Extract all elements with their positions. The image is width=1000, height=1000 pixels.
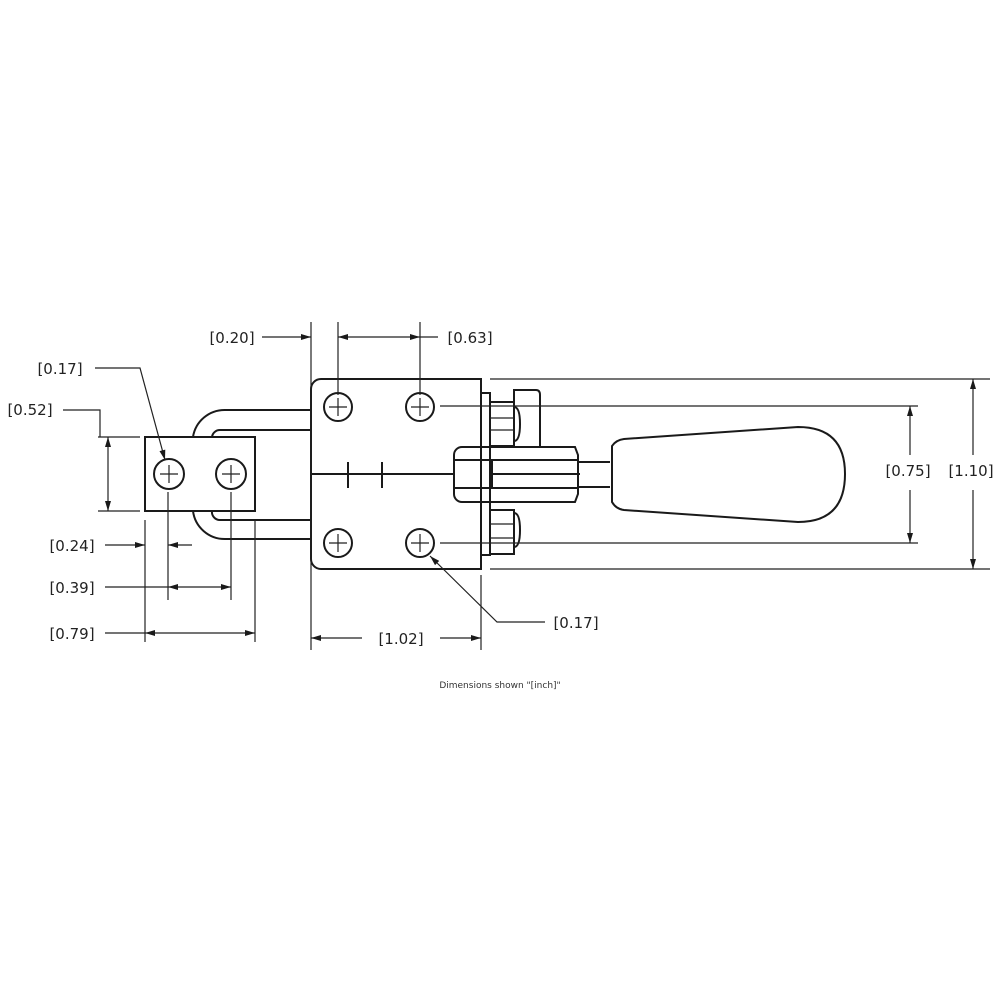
dim-block-width: [0.79] xyxy=(49,625,94,643)
dim-block-edge-to-hole: [0.24] xyxy=(49,537,94,555)
dim-base-hole-dia: [0.17] xyxy=(553,614,598,632)
handle-assembly xyxy=(453,425,847,524)
dim-base-width: [1.02] xyxy=(378,630,423,648)
dim-block-hole-dia: [0.17] xyxy=(37,360,82,378)
extension-lines xyxy=(98,322,990,650)
units-caption: Dimensions shown "[inch]" xyxy=(439,681,560,691)
latch-loop xyxy=(192,408,311,541)
dimension-lines xyxy=(63,334,976,641)
dim-base-hole-spacing-x: [0.63] xyxy=(447,329,492,347)
dim-base-edge-to-hole: [0.20] xyxy=(209,329,254,347)
latch-block xyxy=(144,436,256,512)
bolt-assembly xyxy=(480,389,541,556)
dim-base-height: [1.10] xyxy=(948,462,993,480)
dim-block-hole-spacing: [0.39] xyxy=(49,579,94,597)
dim-base-hole-spacing-y: [0.75] xyxy=(885,462,930,480)
base-plate xyxy=(310,378,482,570)
dim-block-height: [0.52] xyxy=(7,401,52,419)
